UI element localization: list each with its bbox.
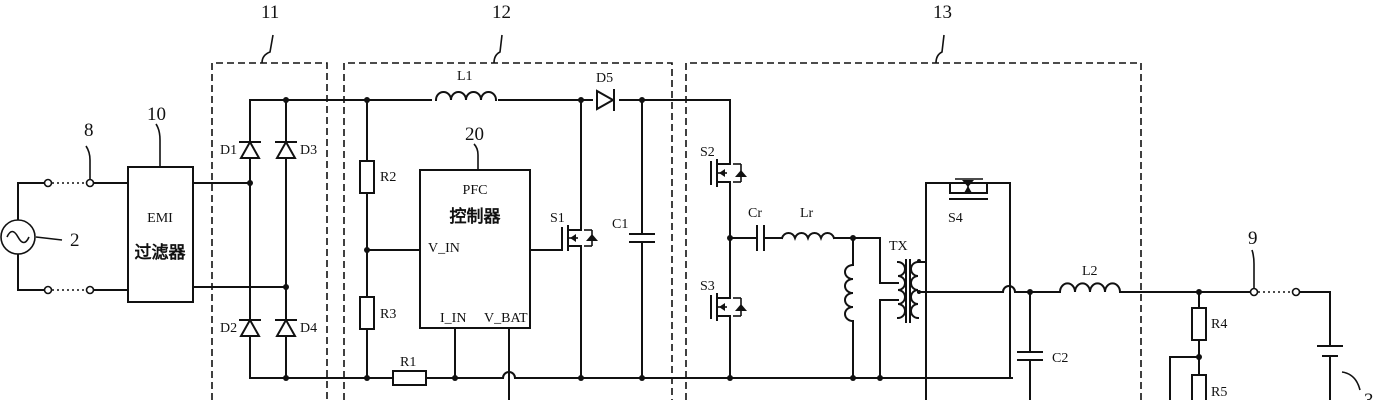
resistor-r4: [1191, 307, 1207, 341]
diode-d5: [596, 89, 616, 111]
emi-label-cn: 过滤器: [135, 242, 187, 263]
block-12-leader: [493, 34, 503, 64]
switch-s3: [710, 293, 747, 321]
label-d1: D1: [220, 143, 237, 158]
ref-9: 9: [1248, 228, 1258, 249]
pin-v-in: V_IN: [428, 241, 460, 256]
label-r3: R3: [380, 307, 396, 322]
pin-i-in: I_IN: [440, 311, 466, 326]
ref-8-leader: [85, 145, 91, 179]
ref-12: 12: [492, 2, 511, 23]
emi-filter-box: [127, 166, 194, 303]
label-d3: D3: [300, 143, 317, 158]
pfc-block-outline: [343, 62, 673, 400]
source-terminal-bottom: [43, 285, 53, 295]
block-13-leader: [935, 34, 945, 64]
label-s2: S2: [700, 145, 715, 160]
battery-terminal: [1291, 287, 1301, 297]
ref-10: 10: [147, 104, 166, 125]
inductor-l1: [434, 91, 498, 102]
label-d2: D2: [220, 321, 237, 336]
label-s1: S1: [550, 211, 565, 226]
ref-10-leader: [155, 123, 161, 167]
resistor-r1: [392, 370, 427, 386]
label-c2: C2: [1052, 351, 1068, 366]
label-cr: Cr: [748, 206, 762, 221]
label-s4: S4: [948, 211, 963, 226]
resistor-r5: [1191, 374, 1207, 400]
resistor-r2: [359, 160, 375, 194]
ref-8: 8: [84, 120, 94, 141]
label-d4: D4: [300, 321, 317, 336]
label-r2: R2: [380, 170, 396, 185]
pfc-controller-label: PFC: [463, 183, 488, 198]
ref-20: 20: [465, 124, 484, 145]
switch-s2: [710, 159, 747, 187]
diode-d3: [275, 139, 297, 159]
label-r1: R1: [400, 355, 416, 370]
block-11-leader: [261, 34, 274, 64]
pfc-controller-label-cn: 控制器: [450, 206, 502, 227]
pin-v-bat: V_BAT: [484, 311, 528, 326]
pfc-controller-box: [419, 169, 531, 329]
ref-3: 3: [1364, 390, 1374, 400]
diode-d1: [239, 139, 261, 159]
diode-d4: [275, 317, 297, 337]
input-terminal-top: [85, 178, 95, 188]
inductor-lr: [780, 232, 836, 242]
label-tx: TX: [889, 239, 908, 254]
ref-13: 13: [933, 2, 952, 23]
label-r5: R5: [1211, 385, 1227, 400]
emi-label: EMI: [147, 211, 173, 226]
label-l1: L1: [457, 69, 473, 84]
diode-d2: [239, 317, 261, 337]
dcdc-block-outline: [685, 62, 1142, 400]
source-terminal-top: [43, 178, 53, 188]
ref-2: 2: [70, 230, 80, 251]
transformer-tx: [879, 259, 921, 323]
label-d5: D5: [596, 71, 613, 86]
label-c1: C1: [612, 217, 628, 232]
ref-20-leader: [473, 143, 479, 170]
rectifier-block-outline: [211, 62, 328, 400]
ref-11: 11: [261, 2, 279, 23]
input-terminal-bottom: [85, 285, 95, 295]
resistor-r3: [359, 296, 375, 330]
label-r4: R4: [1211, 317, 1227, 332]
sine-icon: [6, 230, 30, 244]
label-l2: L2: [1082, 264, 1098, 279]
output-terminal: [1249, 287, 1259, 297]
switch-s1: [561, 99, 598, 379]
inductor-lm: [844, 263, 855, 323]
switch-s4: [949, 178, 988, 200]
label-s3: S3: [700, 279, 715, 294]
label-lr: Lr: [800, 206, 814, 221]
inductor-l2: [1058, 282, 1122, 294]
ref-3-leader: [1341, 371, 1361, 391]
ref-9-leader: [1251, 249, 1255, 288]
